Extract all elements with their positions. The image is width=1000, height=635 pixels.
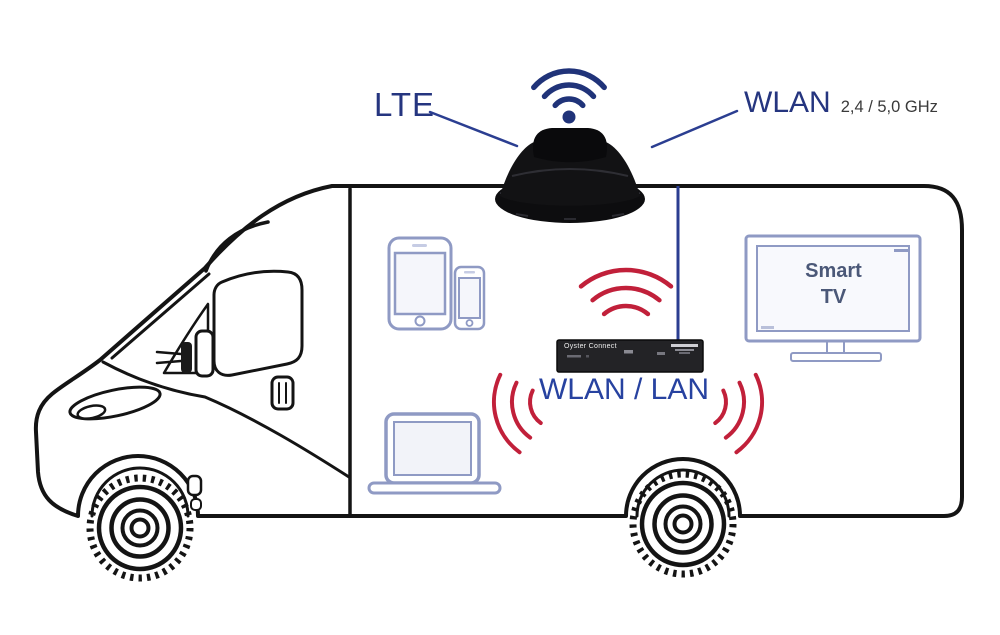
- lte-pointer-line: [428, 110, 519, 148]
- router-port-mark: [624, 350, 633, 354]
- wlan-pointer-line: [650, 109, 739, 149]
- tablet-home-button: [414, 315, 426, 327]
- tv-pedestal: [826, 340, 845, 354]
- wlan-lan-label: WLAN / LAN: [538, 373, 710, 406]
- router-submark: [586, 355, 589, 358]
- smart-tv-label-line1: Smart: [805, 260, 862, 282]
- smart-tv-icon: [744, 234, 922, 362]
- router-submark: [567, 355, 581, 358]
- lte-label: LTE: [374, 86, 436, 123]
- wifi-signal-icon: [531, 68, 607, 124]
- tv-corner-mark: [894, 249, 908, 252]
- router-logo-mark: [671, 344, 698, 354]
- rear-wheel: [629, 470, 737, 578]
- router-name-label: Oyster Connect: [564, 343, 617, 350]
- wlan-frequency-label: 2,4 / 5,0 GHz: [840, 98, 938, 116]
- front-wheel: [86, 474, 194, 582]
- smart-tv-label-line2: TV: [820, 286, 847, 308]
- wlan-signal-left-icon: [492, 372, 543, 455]
- phone-speaker: [464, 271, 475, 274]
- cab-roof-line: [204, 220, 270, 273]
- laptop-base: [367, 481, 502, 495]
- smartphone-icon: [453, 265, 486, 331]
- door-window: [212, 269, 304, 377]
- tv-base: [790, 352, 882, 362]
- door-handle: [270, 375, 295, 411]
- router-port-mark: [657, 352, 665, 355]
- door-step: [186, 474, 203, 511]
- headlight: [68, 385, 162, 421]
- phone-home-button: [465, 319, 474, 327]
- router-device: [556, 339, 704, 373]
- side-mirror: [155, 329, 215, 378]
- tv-brand-mark: [761, 326, 774, 329]
- roof-antenna: [495, 128, 645, 223]
- wifi-dot: [562, 110, 576, 124]
- laptop-icon: [367, 412, 502, 495]
- wlan-label-text: WLAN: [744, 86, 831, 119]
- wlan-label: WLAN 2,4 / 5,0 GHz: [744, 86, 938, 120]
- front-fender-arch: [90, 466, 190, 518]
- rear-fender-arch: [635, 468, 731, 518]
- windshield-line: [110, 272, 211, 360]
- smart-tv-label: Smart TV: [757, 258, 910, 310]
- router-signal-up-icon: [578, 267, 674, 317]
- tablet-speaker: [412, 244, 427, 247]
- wlan-signal-right-icon: [713, 372, 764, 455]
- tablet-icon: [387, 236, 453, 331]
- hood-crease-line: [101, 360, 351, 479]
